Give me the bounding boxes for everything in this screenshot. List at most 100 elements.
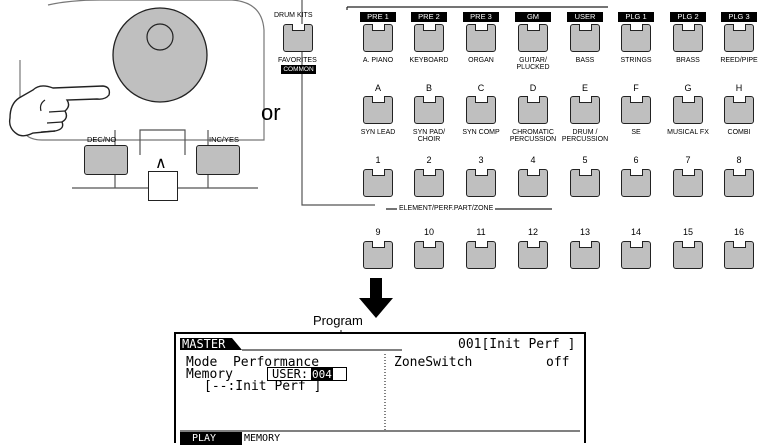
drum-kits-button[interactable] — [283, 24, 313, 52]
number-button[interactable] — [363, 169, 393, 197]
group-button-label: PERCUSSION — [509, 136, 557, 143]
group-button[interactable] — [466, 96, 496, 124]
lcd-display: MASTER 001[Init Perf ] Mode Performance … — [174, 332, 586, 445]
led-indicator — [733, 96, 746, 103]
number-label: 11 — [476, 227, 486, 237]
number-label: 3 — [478, 155, 484, 165]
bank-button[interactable] — [621, 24, 651, 52]
led-indicator — [372, 169, 385, 176]
lcd-memory-field[interactable]: USER: 004 — [267, 367, 347, 381]
bank-tab: USER — [567, 12, 603, 22]
number-button[interactable] — [621, 241, 651, 269]
lcd-memory-label: Memory — [186, 367, 233, 382]
inc-yes-button[interactable] — [196, 145, 240, 175]
bank-button-label: GUITAR/ — [519, 57, 547, 64]
bank-button-label: PLUCKED — [516, 64, 550, 71]
bank-tab: PRE 2 — [411, 12, 447, 22]
down-arrow-icon — [359, 278, 393, 318]
led-indicator — [733, 24, 746, 31]
group-button-label: SYN PAD/ — [412, 129, 446, 136]
lcd-tab-memory[interactable]: MEMORY — [244, 433, 281, 444]
number-button[interactable] — [570, 169, 600, 197]
group-button[interactable] — [363, 96, 393, 124]
number-button[interactable] — [466, 169, 496, 197]
group-button[interactable] — [673, 96, 703, 124]
lcd-header-bar — [180, 338, 402, 351]
dec-no-label: DEC/NO — [87, 135, 117, 144]
lcd-tab-line — [180, 430, 580, 432]
number-label: 2 — [426, 155, 432, 165]
lcd-header-right: 001[Init Perf ] — [458, 337, 576, 352]
number-button[interactable] — [621, 169, 651, 197]
number-label: 15 — [682, 227, 693, 237]
number-label: 6 — [633, 155, 639, 165]
led-indicator — [475, 24, 488, 31]
common-label: COMMON — [281, 65, 316, 74]
number-button[interactable] — [414, 241, 444, 269]
number-label: 5 — [582, 155, 588, 165]
group-letter-label: F — [633, 83, 639, 93]
number-button[interactable] — [724, 241, 754, 269]
led-indicator — [527, 24, 540, 31]
led-indicator — [630, 241, 643, 248]
group-button-label: MUSICAL FX — [667, 129, 709, 136]
group-letter-label: E — [581, 83, 588, 93]
lcd-divider — [384, 354, 386, 430]
number-button[interactable] — [363, 241, 393, 269]
bank-button-label: REED/PIPE — [720, 57, 758, 64]
number-label: 9 — [375, 227, 381, 237]
data-dial[interactable] — [110, 5, 210, 105]
bank-button[interactable] — [570, 24, 600, 52]
led-indicator — [527, 96, 540, 103]
led-indicator — [630, 24, 643, 31]
group-button[interactable] — [518, 96, 548, 124]
number-button[interactable] — [518, 169, 548, 197]
number-label: 7 — [685, 155, 691, 165]
led-indicator — [423, 241, 436, 248]
led-indicator — [579, 96, 592, 103]
number-button[interactable] — [518, 241, 548, 269]
bank-tab: PLG 2 — [670, 12, 706, 22]
bank-tab: PRE 1 — [360, 12, 396, 22]
led-indicator — [733, 241, 746, 248]
led-indicator — [527, 169, 540, 176]
number-button[interactable] — [466, 241, 496, 269]
bank-button[interactable] — [724, 24, 754, 52]
bank-button-label: KEYBOARD — [409, 57, 449, 64]
lcd-memory-number: 004 — [311, 368, 333, 381]
bank-button[interactable] — [363, 24, 393, 52]
group-button-label: DRUM / — [572, 129, 598, 136]
bank-button[interactable] — [414, 24, 444, 52]
bank-button[interactable] — [466, 24, 496, 52]
number-button[interactable] — [673, 241, 703, 269]
group-button[interactable] — [621, 96, 651, 124]
led-indicator — [475, 169, 488, 176]
lcd-perf-name: [--:Init Perf ] — [204, 379, 322, 394]
group-letter-label: C — [477, 83, 485, 93]
bank-button-label: BRASS — [676, 57, 700, 64]
bank-button[interactable] — [518, 24, 548, 52]
led-indicator — [372, 241, 385, 248]
bank-button[interactable] — [673, 24, 703, 52]
lcd-tab-play[interactable]: PLAY — [180, 432, 242, 445]
group-button-label: COMBI — [727, 129, 751, 136]
cursor-button[interactable] — [148, 171, 178, 201]
group-button[interactable] — [570, 96, 600, 124]
number-button[interactable] — [724, 169, 754, 197]
number-button[interactable] — [414, 169, 444, 197]
group-button[interactable] — [724, 96, 754, 124]
number-button[interactable] — [673, 169, 703, 197]
number-label: 14 — [630, 227, 641, 237]
group-button[interactable] — [414, 96, 444, 124]
bank-button-label: ORGAN — [468, 57, 494, 64]
or-text: or — [261, 100, 281, 125]
lcd-tab-play-label: PLAY — [192, 433, 217, 444]
group-button-label: SYN LEAD — [360, 129, 396, 136]
led-indicator — [475, 241, 488, 248]
number-button[interactable] — [570, 241, 600, 269]
led-indicator — [579, 169, 592, 176]
bank-tab: GM — [515, 12, 551, 22]
element-perf-part-zone-label: ELEMENT/PERF.PART/ZONE — [397, 205, 496, 213]
dec-no-button[interactable] — [84, 145, 128, 175]
led-indicator — [579, 241, 592, 248]
